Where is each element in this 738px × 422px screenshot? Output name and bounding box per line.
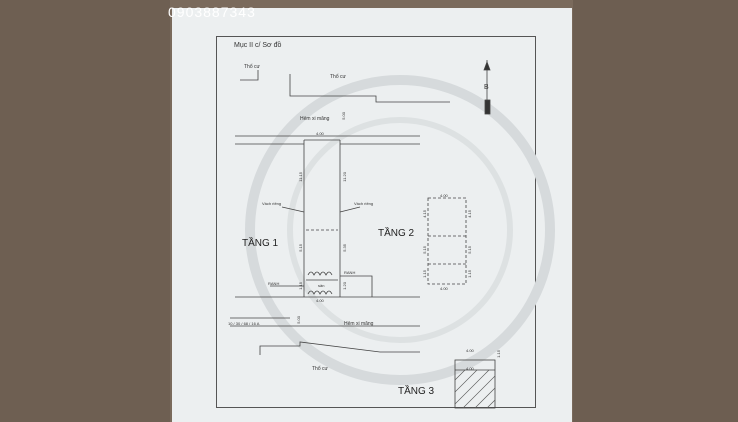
t2-dim3: 5.15	[422, 246, 427, 254]
dim-right-lower: 5.35	[342, 244, 347, 252]
background-right	[573, 0, 738, 422]
t2-bottom: 4.00	[440, 286, 448, 291]
t2-dim6: 1.15	[467, 270, 472, 278]
hem-top-label: Hẻm xi măng	[300, 116, 330, 122]
address-label: 10 / 30 / 68 / 16 A	[228, 321, 260, 326]
dim-left-upper: 11.15	[298, 172, 303, 182]
san-label: sân	[318, 283, 325, 288]
watermark-phone: 0903887343	[168, 4, 256, 20]
header-label: Mục II c/ Sơ đồ	[234, 42, 282, 49]
t2-dim4: 5.15	[467, 246, 472, 254]
tho-cu-top: Thổ cư	[330, 74, 346, 80]
tang2-label: TẦNG 2	[378, 228, 415, 239]
tho-cu-bottom: Thổ cư	[312, 366, 328, 372]
width-bottom: 4.00	[316, 298, 324, 303]
dim-hem-top: 5.00	[341, 112, 346, 120]
t2-dim1: 4.15	[422, 210, 427, 218]
tho-cu-top-left: Thổ cư	[244, 64, 260, 70]
vach-right: Vách riêng	[354, 201, 374, 206]
t3-mid: 4.00	[466, 366, 474, 371]
t3-dim: 1.15	[496, 350, 501, 358]
tang3-label: TẦNG 3	[398, 386, 435, 397]
t2-dim5: 1.15	[422, 270, 427, 278]
dim-left-bottom: 1.15	[298, 282, 303, 290]
drawing-frame	[216, 36, 536, 408]
hem-bottom-label: Hẻm xi măng	[344, 321, 374, 327]
background-left	[0, 0, 170, 422]
ranh-label-left: RANH	[268, 281, 280, 286]
t3-top: 4.00	[466, 348, 474, 353]
t2-top: 4.00	[440, 193, 448, 198]
dim-left-lower: 5.15	[298, 244, 303, 252]
north-label: B	[484, 84, 489, 91]
tang1-label: TẦNG 1	[242, 238, 279, 249]
dim-hem-bottom: 5.00	[296, 316, 301, 324]
t2-dim2: 4.15	[467, 210, 472, 218]
vach-left: Vách riêng	[262, 201, 282, 206]
dim-right-bottom: 1.20	[342, 282, 347, 290]
dim-right-upper: 11.20	[342, 172, 347, 182]
ranh-label: RANH	[344, 270, 356, 275]
document-paper	[172, 8, 572, 422]
width-top: 4.00	[316, 131, 324, 136]
